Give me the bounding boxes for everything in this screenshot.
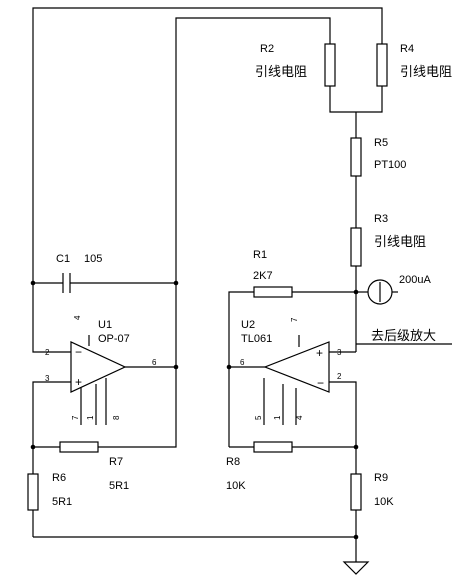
u1-pin-1: 1 (86, 415, 95, 420)
junction-dot (173, 280, 179, 286)
wire-r2-r4-merge (329, 86, 383, 113)
source-value-label: 200uA (399, 274, 431, 286)
u2-pin-1: 1 (273, 415, 282, 420)
junction-dot (173, 364, 179, 370)
r5-value-label: PT100 (374, 159, 406, 171)
u2-pin-5: 5 (254, 415, 263, 420)
opamp-u2-body (263, 341, 330, 393)
r2-value-label: 引线电阻 (255, 65, 307, 80)
r2-ref-label: R2 (260, 43, 274, 55)
opamp-u1-plus-sign: + (75, 375, 82, 389)
r1-ref-label: R1 (253, 249, 267, 261)
r7-ref-label: R7 (109, 456, 123, 468)
wire-u1-output-bus (175, 17, 331, 367)
c1-value-label: 105 (84, 253, 102, 265)
wire-r1-left (228, 291, 254, 367)
ground-icon (342, 561, 370, 575)
r8-value-label: 10K (226, 480, 246, 492)
wire-r7-right (98, 367, 177, 448)
u2-pin-6: 6 (240, 358, 245, 367)
junction-dots (30, 280, 359, 540)
r1-value-label: 2K7 (253, 270, 273, 282)
u2-ref-label: U2 (241, 319, 255, 331)
r9-ref-label: R9 (374, 472, 388, 484)
output-label: 去后级放大 (371, 329, 436, 344)
resistor-r2 (324, 43, 336, 87)
resistor-r1 (253, 286, 293, 298)
r4-value-label: 引线电阻 (400, 65, 452, 80)
capacitor-c1 (62, 273, 71, 293)
resistor-r5 (350, 137, 362, 177)
pin-numbers: 4 2 3 6 7 1 8 7 3 2 6 5 1 4 (45, 315, 342, 420)
opamp-u1-minus-sign: − (75, 345, 82, 359)
r6-ref-label: R6 (52, 472, 66, 484)
resistor-r4 (376, 43, 388, 87)
u2-pin-7: 7 (290, 317, 299, 322)
u1-pin-2: 2 (45, 348, 50, 357)
u1-pin-6: 6 (152, 358, 157, 367)
resistor-r9 (350, 473, 362, 511)
wires (32, 7, 452, 562)
r5-ref-label: R5 (374, 137, 388, 149)
r3-value-label: 引线电阻 (374, 235, 426, 250)
opamp-u2-minus-sign: − (317, 376, 324, 390)
wire-u2-inv (329, 381, 357, 447)
c1-ref-label: C1 (56, 253, 70, 265)
ground-triangle (342, 561, 370, 575)
opamp-u1-body (70, 341, 127, 393)
u1-value-label: OP-07 (98, 333, 130, 345)
u1-pin-8: 8 (112, 415, 121, 420)
u2-pin-3: 3 (337, 348, 342, 357)
component-labels: R2 引线电阻 R4 引线电阻 R5 PT100 R3 引线电阻 R1 2K7 … (52, 43, 452, 508)
junction-dot (226, 364, 232, 370)
u2-pin-4: 4 (295, 415, 304, 420)
u2-value-label: TL061 (241, 333, 272, 345)
junction-dot (30, 444, 36, 450)
resistor-r8 (253, 441, 293, 453)
r7-value-label: 5R1 (109, 480, 129, 492)
resistor-r6 (27, 473, 39, 511)
opamp-u2-plus-sign: + (316, 346, 323, 360)
wire-u1-noninv (32, 381, 71, 447)
junction-dot (353, 289, 359, 295)
u1-pin-4: 4 (73, 315, 82, 320)
junction-dot (353, 534, 359, 540)
opamp-u2: + − (263, 341, 330, 393)
wire-u1-inv (32, 283, 71, 353)
resistor-r3 (350, 227, 362, 267)
r9-value-label: 10K (374, 496, 394, 508)
r4-ref-label: R4 (400, 43, 414, 55)
r6-value-label: 5R1 (52, 496, 72, 508)
opamp-u1: − + (70, 341, 127, 393)
u1-pin-3: 3 (45, 374, 50, 383)
wire-u1-feedback-loop (32, 7, 383, 283)
u1-pin-7: 7 (71, 415, 80, 420)
junction-dot (30, 280, 36, 286)
r3-ref-label: R3 (374, 213, 388, 225)
resistor-r7 (59, 441, 99, 453)
u2-pin-2: 2 (337, 372, 342, 381)
u1-ref-label: U1 (98, 319, 112, 331)
r8-ref-label: R8 (226, 456, 240, 468)
current-source-circle (367, 279, 393, 305)
current-source (367, 279, 393, 305)
junction-dot (353, 444, 359, 450)
